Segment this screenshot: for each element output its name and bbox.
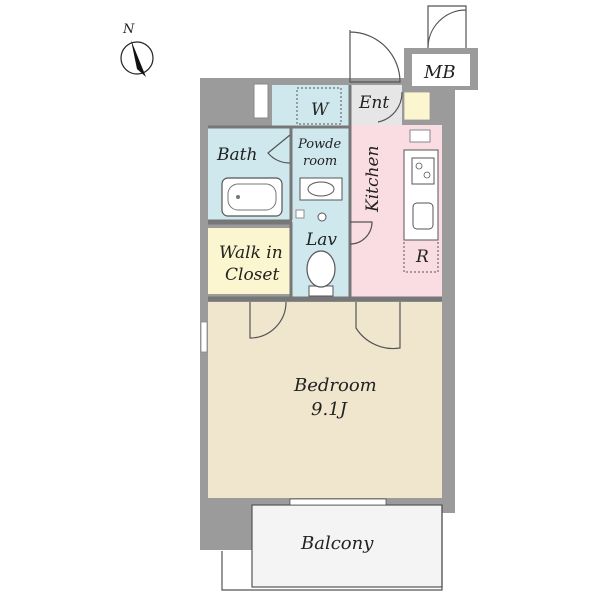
mb-door-swing [427,5,467,49]
sink-icon [307,181,335,197]
lav-sink-icon [317,212,327,222]
fridge-icon [403,239,439,273]
ent-label: Ent [358,93,389,113]
compass: N [120,22,154,77]
bedroom-side-window [200,321,208,353]
bath-drain-icon [236,195,240,199]
closet-door-swing [249,301,287,339]
stove-icon [411,157,435,185]
balcony-window [289,498,387,506]
bath-door-swing [267,134,291,164]
bedroom-size-label: 9.1J [311,399,349,420]
balcony-rail [221,505,443,591]
entrance-door-swing [349,30,401,83]
powder-room-label-1: Powde [297,137,341,152]
closet-label-2: Closet [225,265,279,285]
mb-label: MB [423,62,456,83]
outer-wall-left-lower [200,505,252,550]
closet-area [208,228,290,294]
washer-label: W [311,100,330,120]
fridge-label: R [415,247,429,267]
lav-small-box [295,209,305,219]
bathtub-icon [221,177,283,217]
washer-area [272,85,350,128]
closet-label-1: Walk in [219,243,283,263]
toilet-icon [306,250,336,288]
bedroom-door-swing [355,302,401,350]
shoe-cabinet [403,91,431,121]
burner-1-icon [415,162,423,170]
kitchen-sink-icon [412,202,434,230]
north-label: N [122,22,135,37]
burner-2-icon [423,171,431,179]
lav-label: Lav [305,230,337,250]
powder-room-area [292,128,350,220]
balcony-label: Balcony [300,533,374,554]
powder-room-label-2: room [303,154,337,169]
entrance-area [350,85,402,125]
kitchen-label: Kitchen [363,146,383,213]
lav-door-swing [349,221,373,245]
bedroom-label: Bedroom [293,375,377,396]
bath-label: Bath [216,145,257,165]
washer-icon [296,87,342,125]
window-left [253,83,269,119]
kitchen-window [409,129,431,143]
bedroom-area [208,302,442,498]
mb-inner [412,54,470,86]
kitchen-door-swing [377,91,403,123]
bathtub-inner [227,183,277,211]
north-arrow-icon [131,40,146,77]
